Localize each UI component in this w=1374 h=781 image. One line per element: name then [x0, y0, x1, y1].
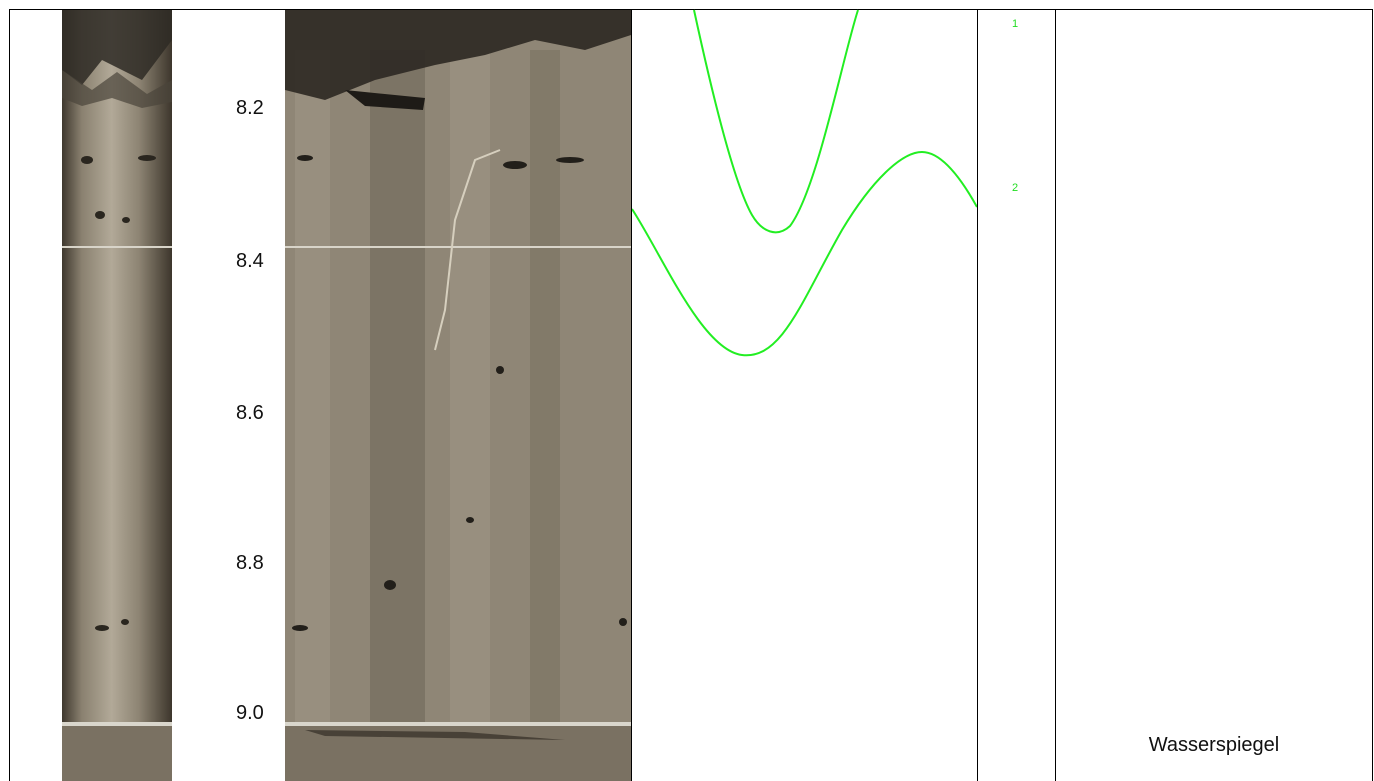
depth-tick-label: 9.0 — [236, 702, 264, 724]
depth-tick-label: 8.8 — [236, 552, 264, 574]
sinusoid-trace-2 — [632, 150, 977, 357]
feature-number-label: 1 — [1012, 18, 1019, 30]
column-divider-features-annotation — [1055, 9, 1056, 781]
depth-tick-label: 8.6 — [236, 402, 264, 424]
annotation-label: Wasserspiegel — [1148, 734, 1280, 756]
column-divider-sinusoid-features — [977, 9, 978, 781]
depth-tick-label: 8.2 — [236, 97, 264, 119]
feature-number-label: 2 — [1012, 182, 1019, 194]
frame-right-border — [1372, 9, 1373, 781]
sinusoid-track — [632, 9, 977, 357]
depth-track — [172, 10, 285, 781]
depth-tick-label: 8.4 — [236, 250, 264, 272]
core-image-track — [62, 10, 172, 781]
column-divider-image-sinusoid — [631, 9, 632, 781]
sinusoid-trace-1 — [693, 9, 859, 234]
frame-left-border — [9, 9, 10, 781]
frame-top-line — [9, 9, 1372, 10]
unwrapped-image-track — [285, 10, 631, 781]
